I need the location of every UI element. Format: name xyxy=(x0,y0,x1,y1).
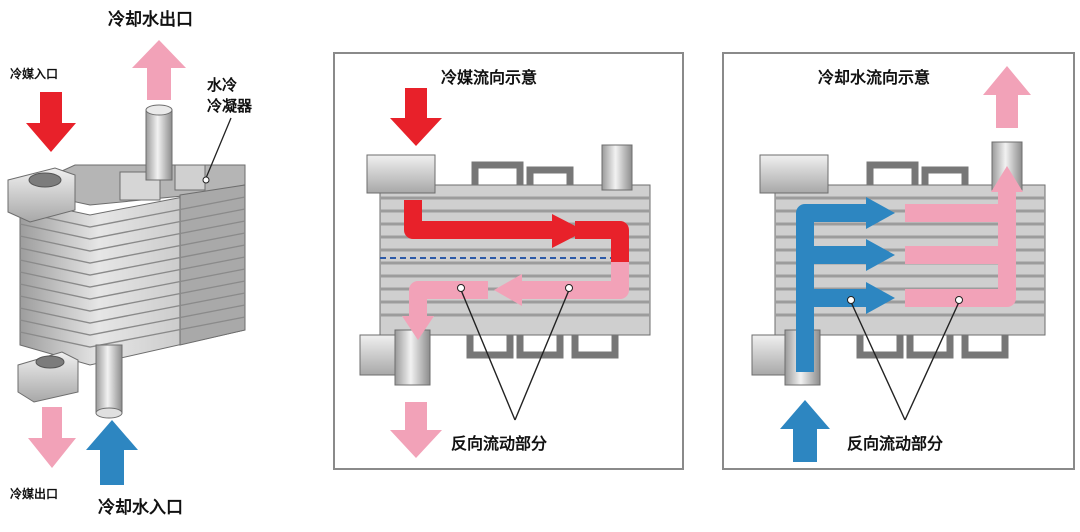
refrigerant-flow-panel xyxy=(333,52,684,470)
coolant-flow-panel xyxy=(722,52,1075,470)
coolant-flow-art xyxy=(751,141,1046,421)
condenser-label-line1: 水冷 xyxy=(207,76,238,94)
refrigerant-reverse-flow-label: 反向流动部分 xyxy=(451,434,548,453)
condenser-label-line2: 冷凝器 xyxy=(207,97,253,115)
coolant-reverse-flow-label: 反向流动部分 xyxy=(847,434,944,453)
refrigerant-in-arrow-icon xyxy=(390,88,442,146)
refrigerant-out-arrow-icon xyxy=(390,402,442,458)
coolant-inlet-label: 冷却水入口 xyxy=(98,498,183,518)
refrigerant-panel-title: 冷媒流向示意 xyxy=(441,68,538,87)
condenser-3d-view xyxy=(7,104,246,419)
coolant-panel-title: 冷却水流向示意 xyxy=(818,68,931,87)
refrigerant-inlet-arrow-icon xyxy=(26,92,76,152)
coolant-out-arrow-icon xyxy=(983,66,1031,128)
refrigerant-inlet-label: 冷媒入口 xyxy=(10,67,59,81)
coolant-outlet-label: 冷却水出口 xyxy=(108,10,193,30)
coolant-inlet-arrow-icon xyxy=(86,420,138,485)
refrigerant-outlet-label: 冷媒出口 xyxy=(10,487,59,501)
coolant-outlet-arrow-icon xyxy=(132,40,186,100)
refrigerant-flow-art xyxy=(359,144,651,421)
coolant-in-arrow-icon xyxy=(780,400,830,462)
refrigerant-outlet-arrow-icon xyxy=(28,407,76,468)
